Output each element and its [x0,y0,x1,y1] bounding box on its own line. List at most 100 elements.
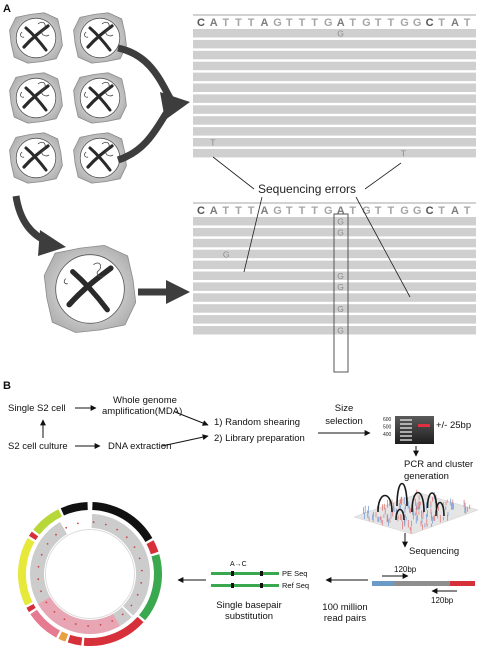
cell-4 [73,72,127,124]
snv-mark [53,611,56,613]
substitution-reads: A→C PE Seq Ref Seq [211,561,309,590]
reference-base: T [349,17,356,29]
read-base-mismatch: G [223,249,230,259]
snv-mark [37,578,40,581]
chromosome-arc [26,604,36,613]
ref-seq-label: Ref Seq [282,581,309,590]
genome-circos-plot [17,502,162,646]
read-base-mismatch: G [337,304,344,314]
snv-mark [125,536,128,539]
snv-mark [141,569,143,572]
reference-base: T [235,17,242,29]
read-base-mismatch: G [337,217,344,227]
single-bp-label-2: substitution [225,611,273,622]
reference-base: C [197,205,205,217]
reference-base: G [324,205,333,217]
gel-marker-label: 500 [383,425,392,431]
dna-extraction-label: DNA extraction [108,441,171,452]
snv-mark [138,557,141,560]
chromosome-small [101,21,114,37]
reference-base: T [438,205,445,217]
random-shearing-label: 1) Random shearing [214,417,300,428]
chromosome [70,269,110,313]
chromosome [24,86,48,112]
chromosome-arc [92,502,153,542]
selection-label: selection [325,416,363,427]
cluster-bridge [377,494,393,513]
pe-seq-label: PE Seq [282,569,307,578]
chromosome [88,86,112,112]
read-row [193,127,476,136]
reference-base: T [286,17,293,29]
single-bp-label-1: Single basepair [216,600,282,611]
cluster-bridge [396,482,408,507]
reference-base: C [426,205,434,217]
chromosome-arc [139,554,162,621]
snv-mark [99,624,102,626]
snv-mark [136,593,139,596]
snv-mark [63,618,66,621]
snv-mark [65,526,68,529]
cell-5 [9,132,63,184]
read-base-mismatch: T [210,138,215,148]
read-pairs-label-1: 100 million [322,602,367,613]
whole-genome-label-2: amplification(MDA) [102,406,182,417]
chromosome [86,144,114,169]
pcr-label-2: generation [404,471,449,482]
chromosome [22,24,50,49]
read-base-mismatch: T [401,149,406,159]
chromosome [88,26,112,52]
reference-base: T [299,17,306,29]
read-row [193,39,476,49]
inner-track [91,514,151,616]
snv-mark [121,613,124,616]
sequencing-label: Sequencing [409,546,459,557]
single-cell-body [43,244,137,333]
chromosome-arc [28,531,39,541]
cell-6 [73,132,127,184]
panel-a-letter: A [3,3,11,15]
chromosome-small [37,141,50,157]
reference-base: T [464,17,471,29]
chromosome [88,146,112,172]
chromosome-arc [30,609,60,638]
reference-base: G [273,17,282,29]
chromosome-arc [83,616,144,646]
snv-mark [116,528,118,531]
reference-base: A [261,17,269,29]
library-prep-label: 2) Library preparation [214,433,305,444]
reference-base: T [464,205,471,217]
reference-base: T [349,205,356,217]
snv-mark [140,582,143,584]
reference-base: G [400,205,409,217]
reference-base: A [210,205,218,217]
reference-base: A [337,205,345,217]
reference-base: A [210,17,218,29]
chromosome-arc [146,540,159,555]
chromosome [22,84,50,109]
read-base-mismatch: G [337,271,344,281]
chromosome [24,146,48,172]
reference-base: T [222,17,229,29]
size-label: Size [335,403,353,414]
read-pairs-label-2: read pairs [324,613,366,624]
reference-base: G [362,17,371,29]
curved-arrow-to-top-block [116,44,190,164]
whole-genome-label-1: Whole genome [113,395,177,406]
chromosome-small [37,21,50,37]
inner-track-highlight [38,597,120,634]
read-row [193,61,476,71]
gel-marker-label: 400 [383,432,392,438]
read-row [193,83,476,92]
inner-ring [44,529,135,619]
chromosome-arc [58,631,69,642]
read-row [193,105,476,114]
paired-end-read: 120bp 120bp [372,565,475,605]
read-row [193,72,476,82]
reference-base: A [261,205,269,217]
chromosome [22,144,50,169]
single-s2-cell-label: Single S2 cell [8,403,66,414]
gel-selected-band [418,424,430,427]
chromosome [86,84,114,109]
